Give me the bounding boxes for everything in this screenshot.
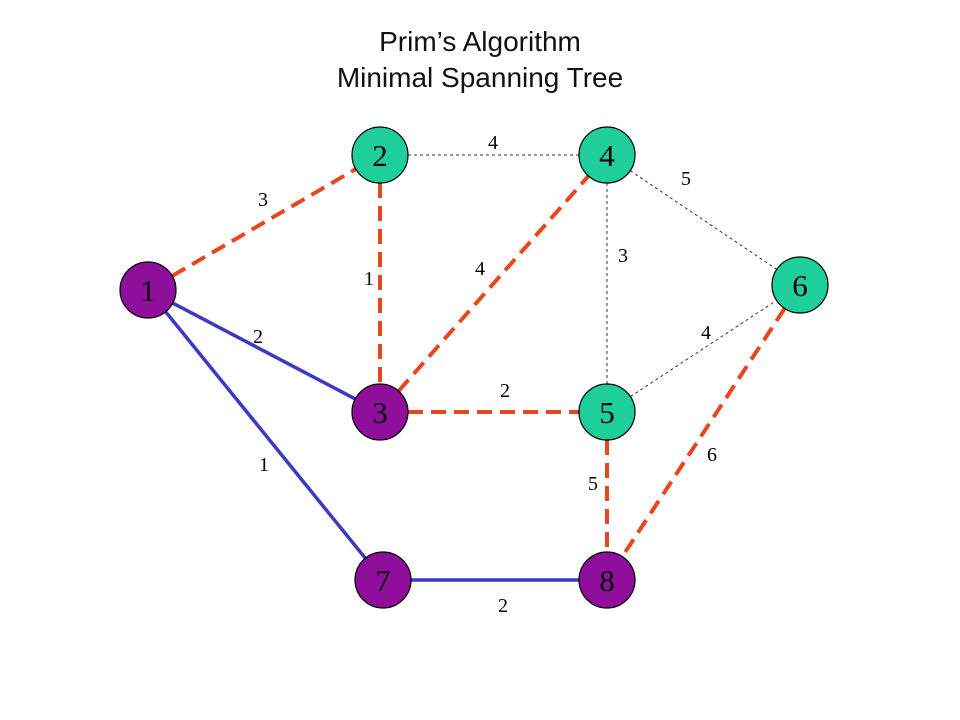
edge-4-6 bbox=[629, 170, 778, 270]
edge-weight-4-6: 5 bbox=[681, 168, 691, 190]
node-2: 2 bbox=[351, 126, 409, 184]
node-label-5: 5 bbox=[599, 395, 615, 430]
node-circle-5 bbox=[578, 383, 636, 441]
edge-1-2 bbox=[171, 167, 357, 278]
node-circle-1 bbox=[119, 261, 177, 319]
node-4: 4 bbox=[578, 126, 636, 184]
edge-1-3 bbox=[171, 301, 357, 401]
node-label-3: 3 bbox=[372, 395, 388, 430]
node-label-4: 4 bbox=[599, 138, 615, 173]
node-circle-4 bbox=[578, 126, 636, 184]
edge-1-7 bbox=[164, 310, 367, 560]
diagram-title-line-2: Minimal Spanning Tree bbox=[336, 62, 624, 93]
edge-weight-3-5: 2 bbox=[500, 380, 510, 402]
edge-weight-1-3: 2 bbox=[253, 326, 263, 348]
node-3: 3 bbox=[351, 383, 409, 441]
node-circle-6 bbox=[771, 256, 829, 314]
node-circle-3 bbox=[351, 383, 409, 441]
edge-weight-5-8: 5 bbox=[588, 473, 598, 495]
node-7: 7 bbox=[354, 551, 412, 609]
node-1: 1 bbox=[119, 261, 177, 319]
node-6: 6 bbox=[771, 256, 829, 314]
edge-weight-1-2: 3 bbox=[258, 189, 268, 211]
edge-3-4 bbox=[397, 174, 590, 393]
edge-weight-2-3: 1 bbox=[364, 268, 374, 290]
edge-weight-3-4: 4 bbox=[475, 258, 485, 280]
edge-weight-6-8: 6 bbox=[707, 444, 717, 466]
node-5: 5 bbox=[578, 383, 636, 441]
edge-5-6 bbox=[630, 299, 777, 398]
edge-weight-4-5: 3 bbox=[618, 245, 628, 267]
node-circle-2 bbox=[351, 126, 409, 184]
node-label-8: 8 bbox=[599, 563, 615, 598]
node-label-1: 1 bbox=[140, 273, 156, 308]
edge-weight-7-8: 2 bbox=[498, 595, 508, 617]
node-label-2: 2 bbox=[372, 138, 388, 173]
node-circle-7 bbox=[354, 551, 412, 609]
node-label-6: 6 bbox=[792, 268, 808, 303]
edge-6-8 bbox=[620, 307, 787, 558]
node-label-7: 7 bbox=[375, 563, 391, 598]
edge-weight-5-6: 4 bbox=[701, 322, 711, 344]
node-circle-8 bbox=[578, 551, 636, 609]
edge-weight-1-7: 1 bbox=[259, 454, 269, 476]
edge-weight-2-4: 4 bbox=[488, 132, 498, 154]
node-8: 8 bbox=[578, 551, 636, 609]
diagram-title-line-1: Prim’s Algorithm bbox=[379, 26, 581, 57]
